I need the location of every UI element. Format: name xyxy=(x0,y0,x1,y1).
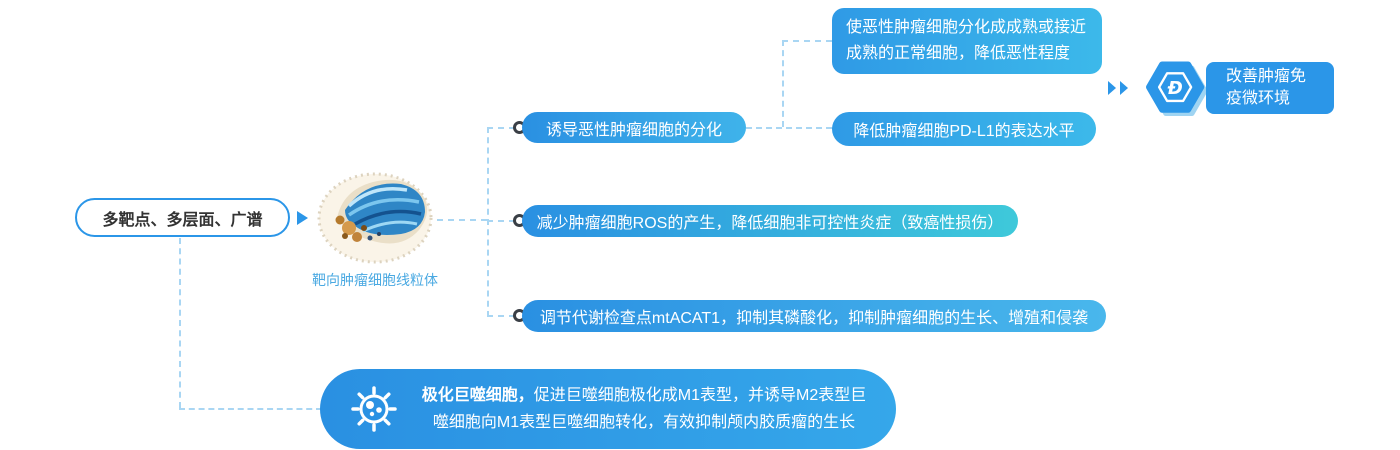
macrophage-text-lead: 极化巨噬细胞， xyxy=(421,386,534,404)
flow-arrow-icon xyxy=(297,211,308,225)
connector-root-down xyxy=(179,238,181,408)
connector-branch-1 xyxy=(487,127,515,129)
hexagon-d-badge-icon: Đ xyxy=(1145,57,1209,121)
macrophage-text: 极化巨噬细胞，促进巨噬细胞极化成M1表型，并诱导M2表型巨噬细胞向M1表型巨噬细… xyxy=(418,382,870,436)
sub-branch-label: 使恶性肿瘤细胞分化成成熟或接近成熟的正常细胞，降低恶性程度 xyxy=(846,18,1087,62)
tumor-cell-mitochondria-illustration xyxy=(317,172,433,264)
connector-subbranch-1 xyxy=(782,40,832,42)
cell-illustration-wrap xyxy=(315,168,435,268)
connector-cell-to-spine xyxy=(437,219,487,221)
double-chevron-icon xyxy=(1106,80,1134,101)
sub-branch-maturation: 使恶性肿瘤细胞分化成成熟或接近成熟的正常细胞，降低恶性程度 xyxy=(832,8,1102,74)
connector-root-to-macro xyxy=(179,408,322,410)
outcome-label: 改善肿瘤免疫微环境 xyxy=(1226,67,1307,107)
cell-caption: 靶向肿瘤细胞线粒体 xyxy=(312,272,438,288)
macrophage-text-rest: 促进巨噬细胞极化成M1表型，并诱导M2表型巨噬细胞向M1表型巨噬细胞转化，有效抑… xyxy=(432,386,867,431)
connector-spine xyxy=(487,127,489,317)
connector-branch-2 xyxy=(487,220,515,222)
branch-pill-ros: 减少肿瘤细胞ROS的产生，降低细胞非可控性炎症（致癌性损伤） xyxy=(522,205,1018,237)
virus-macrophage-icon xyxy=(351,386,397,432)
branch-pill-label: 减少肿瘤细胞ROS的产生，降低细胞非可控性炎症（致癌性损伤） xyxy=(536,215,1004,232)
root-strategy-label: 多靶点、多层面、广谱 xyxy=(102,211,263,229)
branch-pill-differentiation: 诱导恶性肿瘤细胞的分化 xyxy=(522,112,746,143)
sub-branch-pdl1: 降低肿瘤细胞PD-L1的表达水平 xyxy=(832,112,1096,146)
branch-pill-label: 诱导恶性肿瘤细胞的分化 xyxy=(545,121,722,139)
outcome-box: 改善肿瘤免疫微环境 xyxy=(1206,62,1334,114)
connector-subspine xyxy=(782,40,784,127)
root-strategy-box: 多靶点、多层面、广谱 xyxy=(75,198,290,237)
branch-pill-label: 调节代谢检查点mtACAT1，抑制其磷酸化，抑制肿瘤细胞的生长、增殖和侵袭 xyxy=(539,310,1089,327)
connector-branch-3 xyxy=(487,315,515,317)
connector-pill1-to-subspine xyxy=(746,127,832,129)
macrophage-box: 极化巨噬细胞，促进巨噬细胞极化成M1表型，并诱导M2表型巨噬细胞向M1表型巨噬细… xyxy=(320,369,896,449)
svg-text:Đ: Đ xyxy=(1167,78,1183,99)
sub-branch-label: 降低肿瘤细胞PD-L1的表达水平 xyxy=(853,123,1075,140)
branch-pill-mtacat1: 调节代谢检查点mtACAT1，抑制其磷酸化，抑制肿瘤细胞的生长、增殖和侵袭 xyxy=(522,300,1106,332)
